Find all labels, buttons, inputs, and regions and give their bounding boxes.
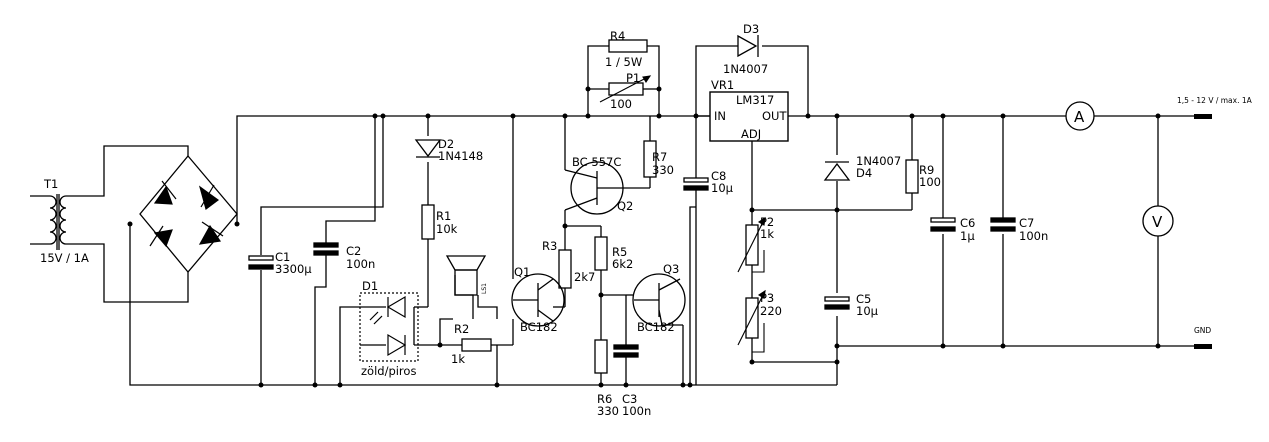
label-t1-ref: T1 [43,177,58,191]
transistor-q3 [632,273,686,327]
output-terminal-positive[interactable] [1194,114,1212,119]
label-q3-value: BC182 [637,320,675,334]
label-c6-value: 1µ [960,229,975,243]
resistor-r5 [594,236,608,271]
ammeter [1065,101,1095,131]
transistor-q1 [511,273,565,327]
label-p1-ref: P1 [626,71,640,85]
label-c6-ref: C6 [960,216,975,230]
label-r2-ref: R2 [454,322,469,336]
label-vr1-ref: VR1 [711,78,734,92]
label-c7-ref: C7 [1019,216,1034,230]
label-p3-value: 220 [760,304,782,318]
speaker-ls1 [445,255,487,296]
resistor-r7 [643,140,657,178]
label-c5-value: 10µ [856,304,879,318]
label-output: 1,5 - 12 V / max. 1A [1177,96,1253,105]
label-q2-ref: Q2 [617,199,633,213]
diode-d3 [737,34,759,58]
transistor-q2 [564,161,624,215]
label-c1-value: 3300µ [275,262,312,276]
capacitor-c2 [313,242,339,256]
label-vr1-out: OUT [762,109,787,123]
label-r4-ref: R4 [610,29,625,43]
resistor-r2 [461,338,492,352]
label-c8-value: 10µ [711,181,734,195]
label-r7-value: 330 [652,163,674,177]
resistor-r1 [421,204,435,240]
label-gnd: GND [1194,326,1211,335]
label-q3-ref: Q3 [663,262,679,276]
resistor-r3 [558,249,572,289]
label-c1-ref: C1 [275,250,290,264]
label-c8-ref: C8 [711,169,726,183]
capacitor-c3 [613,344,639,358]
capacitor-c5 [824,296,850,310]
label-d2-value: 1N4148 [438,149,483,163]
label-p2-ref: P2 [760,215,774,229]
label-r3-value: 2k7 [574,270,595,284]
label-r5-value: 6k2 [612,257,633,271]
label-d1-ref: D1 [362,279,378,293]
label-ammeter: A [1074,108,1085,126]
label-r3-ref: R3 [542,239,557,253]
label-c7-value: 100n [1019,229,1048,243]
label-c3-ref: C3 [622,392,637,406]
label-r1-ref: R1 [436,209,451,223]
label-c3-value: 100n [622,404,651,418]
capacitor-c7 [990,217,1016,232]
resistor-r4 [608,39,648,53]
label-r9-ref: R9 [919,163,934,177]
label-p3-ref: P3 [760,291,774,305]
label-d4-value: 1N4007 [856,154,901,168]
label-ls1: LS1 [481,283,488,294]
transformer-t1 [30,194,84,250]
capacitor-c1 [248,255,274,270]
label-r9-value: 100 [919,175,941,189]
label-vr1-value: LM317 [736,93,774,107]
capacitor-c8 [683,177,709,191]
bridge-rectifier [139,154,238,274]
label-d1-value: zöld/piros [361,364,416,378]
label-d3-ref: D3 [743,22,759,36]
label-d3-value: 1N4007 [723,62,768,76]
label-q1-ref: Q1 [514,265,530,279]
label-vr1-in: IN [714,109,726,123]
label-vr1-adj: ADJ [741,127,761,141]
label-r2-value: 1k [451,352,465,366]
label-c2-ref: C2 [346,244,361,258]
label-d4-ref: D4 [856,166,872,180]
output-terminal-gnd[interactable] [1194,344,1212,349]
label-q1-value: BC182 [520,320,558,334]
resistor-r6 [594,339,608,374]
bridge-diodes [149,180,224,248]
label-r6-ref: R6 [597,392,612,406]
resistor-r9 [905,159,919,194]
label-r1-value: 10k [436,222,458,236]
label-r5-ref: R5 [612,245,627,259]
regulator-lm317 [709,91,789,142]
label-t1-value: 15V / 1A [40,251,89,265]
diode-d2 [414,139,442,158]
label-c5-ref: C5 [856,292,871,306]
label-q2-value: BC 557C [572,155,621,169]
capacitor-c6 [930,217,956,232]
label-r4-value: 1 / 5W [605,55,642,69]
voltmeter [1142,205,1174,237]
label-r6-value: 330 [597,404,619,418]
label-p2-value: 1k [760,227,774,241]
label-d2-ref: D2 [438,137,454,151]
label-voltmeter: V [1152,213,1163,231]
label-r7-ref: R7 [652,150,667,164]
label-c2-value: 100n [346,257,375,271]
diode-d4 [823,161,851,181]
led-pair-d1 [359,292,419,362]
label-p1-value: 100 [610,97,632,111]
